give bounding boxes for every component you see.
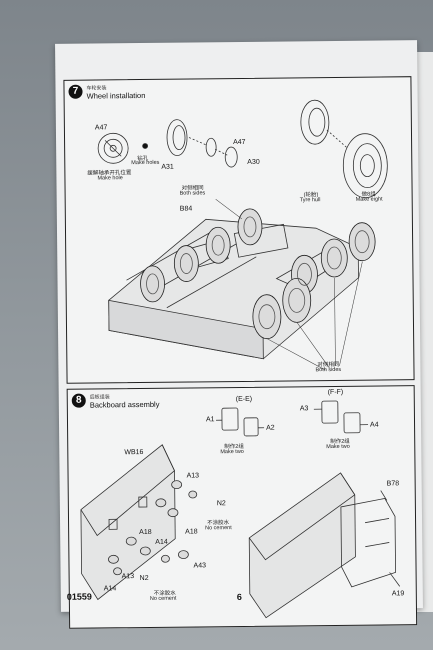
label-a31: A31: [161, 163, 174, 171]
label-a18-right: A18: [185, 528, 198, 536]
note-no-cement-top: No cement: [205, 525, 232, 532]
label-ee: (E-E): [235, 395, 253, 404]
note-both-sides-top: Both sides: [179, 190, 206, 197]
label-a13-bottom: A13: [121, 573, 135, 581]
note-no-cement-bottom: No cement: [149, 595, 177, 602]
label-a1: A1: [205, 416, 215, 424]
note-make-holes: Make holes: [131, 159, 160, 167]
note-make-eight: Make eight: [355, 196, 383, 203]
step-8-panel: 8 后板组装 Backboard assembly: [66, 385, 418, 629]
step-7-panel: 7 车轮安装 Wheel installation: [63, 76, 415, 384]
note-make-two-left: Make two: [220, 448, 244, 456]
label-b78: B78: [386, 480, 400, 488]
label-ff: (F-F): [327, 388, 344, 397]
backboard-assembly-drawing: [80, 400, 401, 619]
label-a2: A2: [266, 424, 275, 432]
label-a18-left: A18: [139, 528, 152, 537]
kit-code: 01559: [66, 591, 92, 602]
note-make-hole: Make hole: [97, 175, 123, 182]
page-number: 6: [236, 591, 242, 603]
note-tyre-hull: Tyre hull: [299, 197, 321, 204]
label-b84: B84: [179, 205, 193, 213]
label-a30: A30: [247, 158, 260, 166]
label-n2-top: N2: [216, 500, 226, 508]
label-a14-bottom: A14: [103, 585, 117, 593]
wheel-installation-drawing: [97, 99, 388, 371]
label-a47-right: A47: [233, 138, 246, 147]
note-both-sides-bottom: Both sides: [315, 366, 342, 374]
note-make-two-right: Make two: [326, 443, 350, 451]
label-n2-bottom: N2: [139, 574, 149, 583]
label-a3: A3: [299, 405, 309, 413]
label-a47-left: A47: [94, 124, 108, 132]
label-a43: A43: [193, 562, 207, 570]
label-a13-top: A13: [186, 472, 200, 480]
label-a14-mid: A14: [155, 538, 168, 546]
label-wb16: WB16: [124, 449, 144, 457]
label-a4: A4: [370, 421, 379, 429]
instruction-page: 7 车轮安装 Wheel installation: [55, 40, 423, 629]
label-a19: A19: [391, 590, 405, 598]
